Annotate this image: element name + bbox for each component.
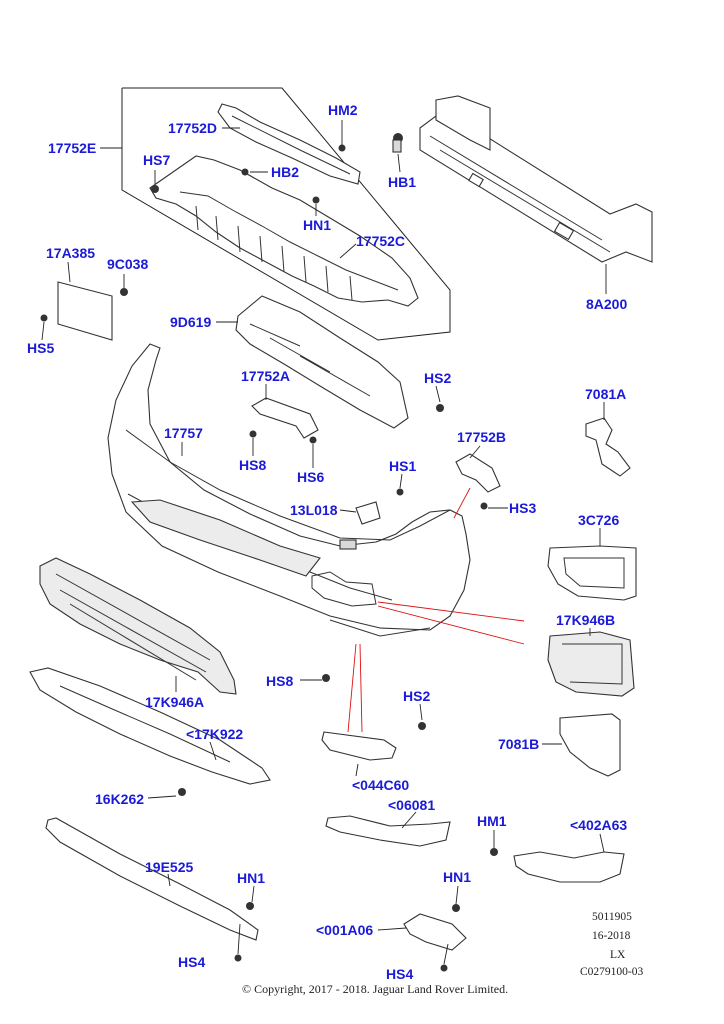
fastener-hs1: [396, 488, 404, 496]
callout-402A63[interactable]: <402A63: [570, 817, 627, 833]
part-17K946A-grille[interactable]: [39, 557, 237, 695]
fastener-hn1-right: [452, 904, 460, 912]
callout-HB1[interactable]: HB1: [388, 174, 416, 190]
callout-HS7[interactable]: HS7: [143, 152, 170, 168]
part-7081B-duct[interactable]: [559, 713, 621, 777]
callout-HS4-left[interactable]: HS4: [178, 954, 205, 970]
part-402A63-cover[interactable]: [513, 851, 625, 883]
callout-HS2-mid[interactable]: HS2: [403, 688, 430, 704]
fastener-hs2-top: [436, 404, 444, 412]
fastener-hm1: [490, 848, 498, 856]
fastener-hm2: [338, 144, 346, 152]
callout-13L018[interactable]: 13L018: [290, 502, 338, 518]
callout-17752D[interactable]: 17752D: [168, 120, 217, 136]
callout-16K262[interactable]: 16K262: [95, 791, 144, 807]
meta-line-3: LX: [610, 949, 626, 961]
fastener-16k262: [178, 788, 186, 796]
callout-HN1-right[interactable]: HN1: [443, 869, 471, 885]
fastener-hs7: [151, 185, 159, 193]
callout-17752B[interactable]: 17752B: [457, 429, 506, 445]
fastener-hn1-top: [312, 196, 320, 204]
callout-HS5[interactable]: HS5: [27, 340, 54, 356]
callout-17752C[interactable]: 17752C: [356, 233, 405, 249]
callout-17K946A[interactable]: 17K946A: [145, 694, 204, 710]
callout-8A200[interactable]: 8A200: [586, 296, 627, 312]
part-17K946B-grille[interactable]: [547, 631, 635, 697]
leader-lines: [41, 120, 607, 965]
part-17757-bumper-cover[interactable]: [107, 343, 471, 637]
fastener-hs2-mid: [418, 722, 426, 730]
callout-HM2[interactable]: HM2: [328, 102, 358, 118]
callout-17A385[interactable]: 17A385: [46, 245, 95, 261]
callout-7081A[interactable]: 7081A: [585, 386, 626, 402]
fastener-hs4-left: [234, 954, 242, 962]
callout-HS6[interactable]: HS6: [297, 469, 324, 485]
part-044C60-bracket[interactable]: [321, 731, 397, 761]
assembly-group-box: [121, 87, 451, 341]
callout-9C038[interactable]: 9C038: [107, 256, 148, 272]
part-17K922-undertray[interactable]: [29, 667, 271, 785]
callout-HN1-left[interactable]: HN1: [237, 870, 265, 886]
callout-HB2[interactable]: HB2: [271, 164, 299, 180]
callout-9D619[interactable]: 9D619: [170, 314, 211, 330]
fastener-hs8-mid: [322, 674, 330, 682]
fastener-hs3: [480, 502, 488, 510]
callout-HS8-top[interactable]: HS8: [239, 457, 266, 473]
part-3C726-bezel[interactable]: [547, 545, 637, 601]
meta-line-1: 5011905: [592, 911, 632, 923]
fastener-hn1-left: [246, 902, 254, 910]
callout-17757[interactable]: 17757: [164, 425, 203, 441]
part-17A385-plate[interactable]: [57, 281, 113, 341]
callout-HS3[interactable]: HS3: [509, 500, 536, 516]
callout-3C726[interactable]: 3C726: [578, 512, 619, 528]
callout-17K946B[interactable]: 17K946B: [556, 612, 615, 628]
copyright-text: © Copyright, 2017 - 2018. Jaguar Land Ro…: [242, 982, 508, 996]
part-06081-trim[interactable]: [325, 815, 451, 847]
callout-17752A[interactable]: 17752A: [241, 368, 290, 384]
part-001A06-bracket[interactable]: [403, 913, 467, 951]
part-17752C-lower-shield[interactable]: [149, 155, 419, 307]
part-17752A-bracket[interactable]: [251, 397, 319, 439]
fastener-hb1: [392, 133, 403, 153]
part-19E525-strip[interactable]: [45, 817, 259, 941]
callout-HS8-mid[interactable]: HS8: [266, 673, 293, 689]
meta-line-2: 16-2018: [592, 930, 631, 942]
fastener-hs5: [40, 314, 48, 322]
fastener-hs6: [309, 436, 317, 444]
callout-HS2-top[interactable]: HS2: [424, 370, 451, 386]
callout-HN1-top[interactable]: HN1: [303, 217, 331, 233]
fastener-hs8-top: [249, 430, 257, 438]
part-17752B-bracket[interactable]: [455, 453, 501, 493]
callout-001A06[interactable]: <001A06: [316, 922, 373, 938]
callout-HS4-right[interactable]: HS4: [386, 966, 413, 982]
fastener-hs4-right: [440, 964, 448, 972]
fastener-9c038: [120, 288, 128, 296]
callout-17K922[interactable]: <17K922: [186, 726, 243, 742]
callout-HS1[interactable]: HS1: [389, 458, 416, 474]
part-8A200-beam[interactable]: [419, 95, 653, 263]
callout-19E525[interactable]: 19E525: [145, 859, 193, 875]
callout-17752E[interactable]: 17752E: [48, 140, 96, 156]
meta-line-4: C0279100-03: [580, 966, 644, 978]
callout-HM1[interactable]: HM1: [477, 813, 507, 829]
callout-7081B[interactable]: 7081B: [498, 736, 539, 752]
callout-044C60[interactable]: <044C60: [352, 777, 409, 793]
part-13L018-cap[interactable]: [339, 501, 381, 550]
fastener-hb2: [241, 168, 249, 176]
part-7081A-bracket[interactable]: [585, 417, 631, 477]
callout-06081[interactable]: <06081: [388, 797, 435, 813]
part-9D619-bracket[interactable]: [235, 295, 409, 429]
